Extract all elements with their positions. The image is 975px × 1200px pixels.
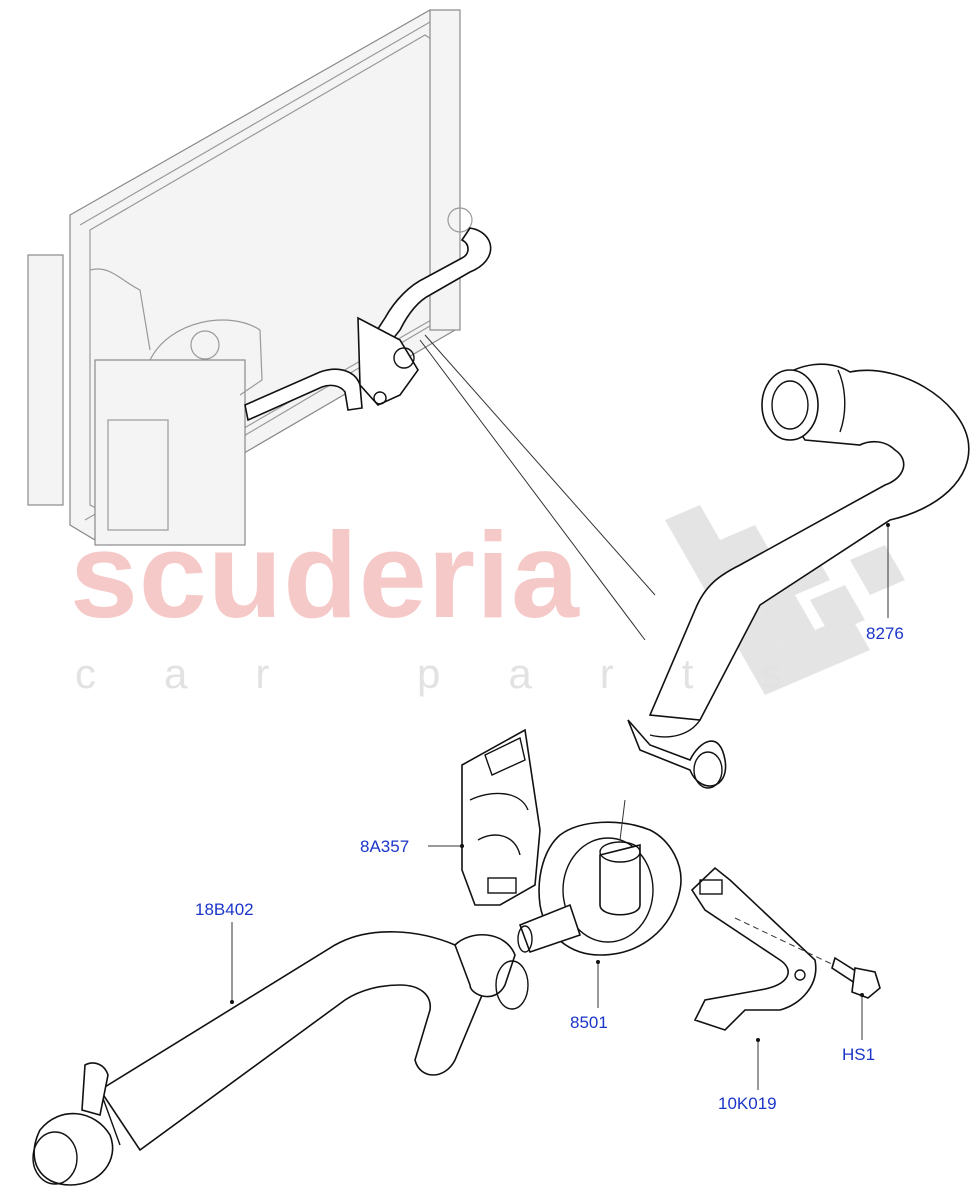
callout-8501[interactable]: 8501: [570, 1013, 608, 1032]
bolt-HS1: [831, 956, 881, 999]
detail-leader-line: [419, 339, 646, 641]
callout-8A357[interactable]: 8A357: [360, 837, 410, 856]
watermark-tagline: car parts: [75, 650, 851, 697]
water-pump-8501: [517, 799, 682, 956]
coolant-hose-8276: [627, 363, 970, 789]
callout-10K019[interactable]: 10K019: [718, 1094, 777, 1113]
callout-leader-lines: [230, 523, 890, 1090]
callout-HS1[interactable]: HS1: [842, 1045, 876, 1064]
radiator-assembly: [27, 9, 473, 546]
bracket-8A357: [461, 728, 541, 906]
radiator-upper-hose: [244, 227, 492, 422]
coolant-hose-18B402: [32, 931, 529, 1186]
watermark-brand: scuderia: [70, 507, 580, 643]
callout-18B402[interactable]: 18B402: [195, 900, 254, 919]
bracket-10K019: [690, 866, 841, 1031]
detail-leader-line: [424, 334, 656, 596]
callout-8276[interactable]: 8276: [866, 624, 904, 643]
